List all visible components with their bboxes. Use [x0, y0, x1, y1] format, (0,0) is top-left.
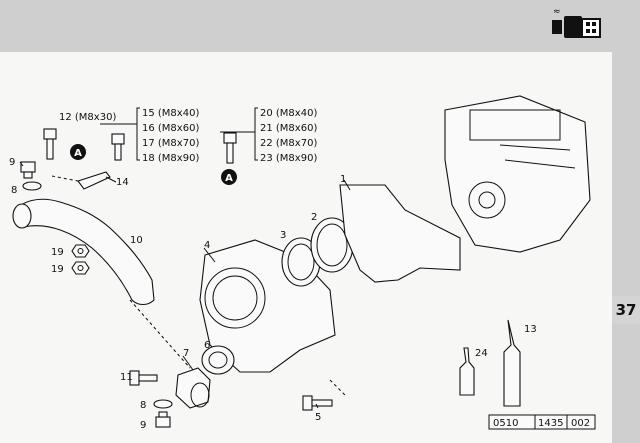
callout-1: 1: [340, 174, 346, 185]
callout-2: 2: [311, 212, 317, 223]
sealant-bottle-24: [459, 347, 475, 396]
pipe-end: [12, 203, 32, 229]
callout-5: 5: [315, 412, 321, 423]
callout-20: 20 (M8x40): [260, 108, 317, 119]
bolt-15-18: [111, 133, 125, 161]
ref-code-part2: 1435: [538, 418, 563, 429]
callout-8-top: 8: [11, 185, 17, 196]
svg-text:≈: ≈: [553, 7, 561, 17]
callout-15: 15 (M8x40): [142, 108, 199, 119]
bolt-20-23: [223, 132, 237, 164]
callout-19a: 19: [51, 247, 64, 258]
svg-text:A: A: [74, 148, 82, 159]
reference-code: 0510 1435 002: [488, 414, 596, 430]
callout-6: 6: [204, 340, 210, 351]
callout-9-bottom: 9: [140, 420, 146, 431]
callout-14: 14: [116, 177, 129, 188]
marker-a-1: A: [70, 144, 86, 160]
washer-8-top: [22, 181, 42, 191]
callout-13: 13: [524, 324, 537, 335]
plug-9-bottom: [155, 411, 171, 428]
callout-11: 11: [120, 372, 133, 383]
svg-text:A: A: [225, 173, 233, 184]
callout-3: 3: [280, 230, 286, 241]
header-band: [0, 0, 640, 52]
page-tab: [612, 52, 640, 443]
callout-9-top: 9: [9, 157, 15, 168]
callout-24: 24: [475, 348, 488, 359]
callout-21: 21 (M8x60): [260, 123, 317, 134]
callout-19b: 19: [51, 264, 64, 275]
bolt-11: [129, 370, 158, 386]
callout-17: 17 (M8x70): [142, 138, 199, 149]
callout-10: 10: [130, 235, 143, 246]
leader-lines: [19, 161, 351, 409]
engine-illustration: [444, 95, 591, 253]
page-number: 37: [612, 296, 640, 324]
ref-code-part1: 0510: [493, 418, 518, 429]
ref-code-part3: 002: [571, 418, 590, 429]
plug-9-top: [20, 161, 36, 179]
callout-8-bottom: 8: [140, 400, 146, 411]
cover-gasket-1: [339, 184, 461, 283]
bolt-5: [302, 395, 333, 411]
callout-16: 16 (M8x60): [142, 123, 199, 134]
sealant-cartridge-13: [503, 319, 521, 407]
callout-12: 12 (M8x30): [59, 112, 116, 123]
housing-bore: [204, 267, 266, 329]
flange-6: [201, 345, 235, 375]
callout-18: 18 (M8x90): [142, 153, 199, 164]
bolt-12: [43, 128, 57, 160]
washer-8-bottom: [153, 399, 173, 409]
callout-23: 23 (M8x90): [260, 153, 317, 164]
callout-4: 4: [204, 240, 210, 251]
nut-19b: [71, 261, 90, 275]
engine-cooling-icon: ≈: [552, 7, 601, 38]
callout-7: 7: [183, 348, 189, 359]
bolt-group-brackets: [100, 107, 258, 161]
callout-22: 22 (M8x70): [260, 138, 317, 149]
bracket-14: [77, 171, 111, 190]
nut-19a: [71, 244, 90, 258]
coolant-pipe-10: [13, 198, 155, 306]
marker-a-2: A: [221, 169, 237, 185]
